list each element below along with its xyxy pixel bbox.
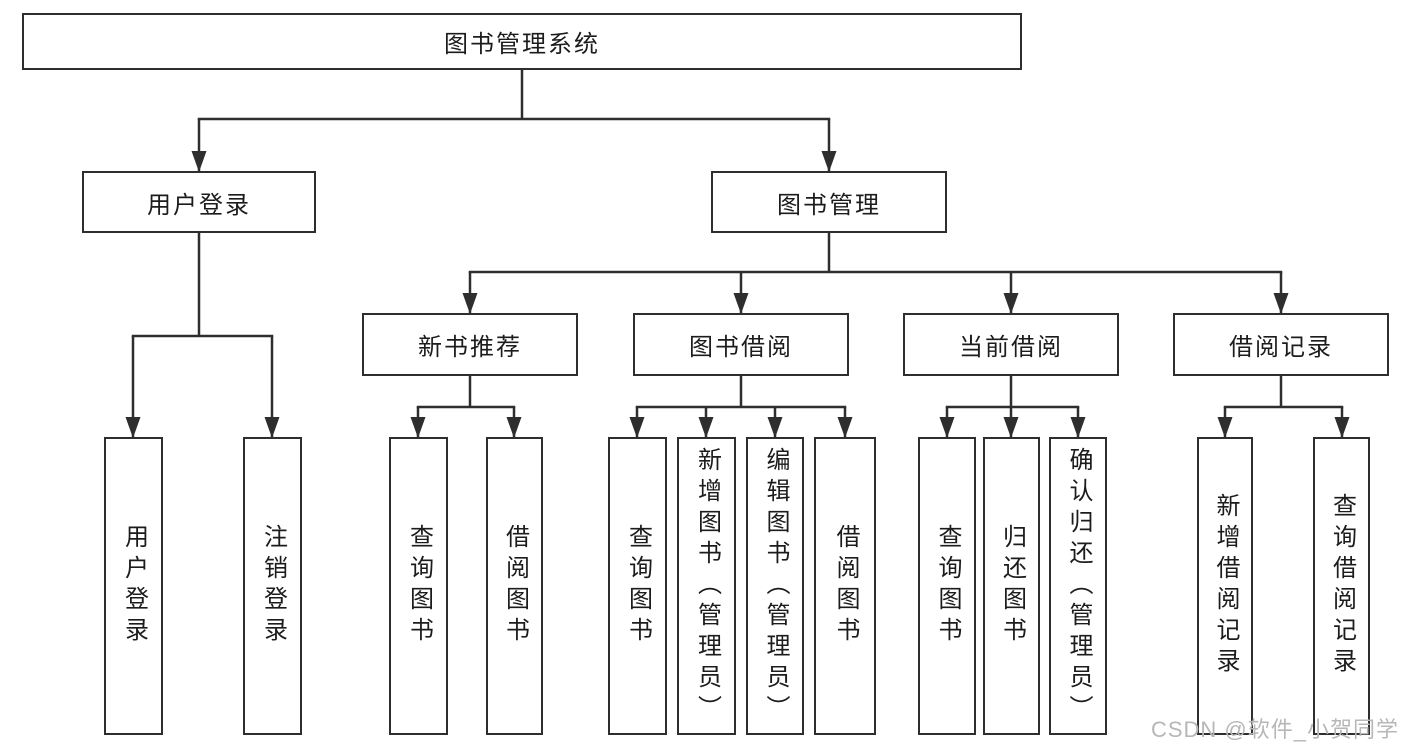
node-label: 用户登录 (147, 191, 251, 219)
leaf-query-books-recommend: 查询图书 (389, 437, 448, 735)
leaf-return-books: 归还图书 (983, 437, 1040, 735)
node-label: 当前借阅 (959, 334, 1063, 361)
node-label: 查询图书 (934, 524, 961, 648)
node-label: 编辑图书（管理员） (762, 446, 789, 726)
node-label: 查询图书 (624, 524, 652, 648)
node-label: 查询借阅记录 (1328, 493, 1356, 679)
node-borrowing-records: 借阅记录 (1173, 313, 1389, 376)
leaf-query-books-borrowing: 查询图书 (608, 437, 667, 735)
leaf-add-book-admin: 新增图书（管理员） (677, 437, 736, 735)
node-book-borrowing: 图书借阅 (633, 313, 849, 376)
node-label: 新书推荐 (418, 334, 522, 361)
node-label: 图书管理 (777, 191, 881, 219)
node-label: 确认归还（管理员） (1065, 446, 1092, 726)
node-new-book-recommend: 新书推荐 (362, 313, 578, 376)
node-label: 用户登录 (120, 524, 148, 648)
leaf-query-borrow-record: 查询借阅记录 (1313, 437, 1370, 735)
node-label: 图书借阅 (689, 334, 793, 361)
node-label: 新增借阅记录 (1212, 493, 1239, 679)
node-label: 图书管理系统 (444, 31, 600, 58)
node-label: 注销登录 (259, 524, 287, 648)
leaf-borrow-books-recommend: 借阅图书 (486, 437, 543, 735)
leaf-edit-book-admin: 编辑图书（管理员） (746, 437, 804, 735)
node-label: 借阅图书 (832, 524, 859, 648)
node-label: 归还图书 (998, 524, 1026, 648)
node-library-management-system: 图书管理系统 (22, 13, 1022, 70)
leaf-borrow-books-borrowing: 借阅图书 (814, 437, 876, 735)
node-label: 新增图书（管理员） (693, 446, 721, 726)
csdn-watermark: CSDN @软件_小贺同学 (1150, 717, 1399, 742)
leaf-user-login: 用户登录 (104, 437, 163, 735)
node-user-login: 用户登录 (82, 171, 316, 233)
node-current-borrowing: 当前借阅 (903, 313, 1119, 376)
leaf-logout: 注销登录 (243, 437, 302, 735)
node-book-management: 图书管理 (711, 171, 947, 233)
node-label: 借阅图书 (501, 524, 529, 648)
leaf-query-books-current: 查询图书 (918, 437, 976, 735)
leaf-confirm-return-admin: 确认归还（管理员） (1049, 437, 1107, 735)
node-label: 借阅记录 (1229, 334, 1333, 361)
node-label: 查询图书 (405, 524, 433, 648)
leaf-add-borrow-record: 新增借阅记录 (1197, 437, 1253, 735)
